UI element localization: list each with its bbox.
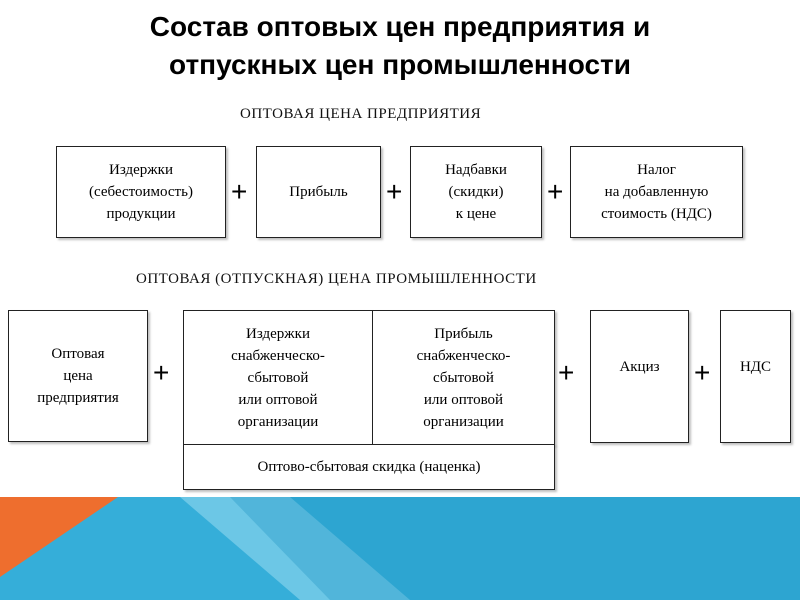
box-distribution-profit: Прибыль снабженческо- сбытовой или оптов…	[372, 310, 555, 445]
box-line: Надбавки	[445, 162, 507, 178]
box-line: сбытовой	[247, 369, 309, 386]
plus-sign: +	[558, 357, 575, 388]
box-line: Оптовая	[51, 346, 105, 362]
footer-dark-shade	[230, 497, 800, 600]
box-line: Прибыль	[289, 184, 348, 200]
box-line: организации	[237, 413, 319, 430]
box-costs: Издержки (себестоимость) продукции	[56, 146, 226, 238]
section-label-enterprise-price: ОПТОВАЯ ЦЕНА ПРЕДПРИЯТИЯ	[240, 106, 482, 122]
box-line: продукции	[106, 206, 176, 222]
plus-sign: +	[231, 176, 248, 207]
footer-light-stripe	[180, 497, 410, 600]
box-line: снабженческо-	[416, 347, 511, 364]
plus-sign: +	[694, 357, 711, 388]
footer-orange-triangle	[0, 497, 118, 577]
box-line: Издержки	[246, 325, 310, 342]
box-line: цена	[63, 368, 93, 384]
box-line: Налог	[637, 162, 676, 178]
box-line: (скидки)	[448, 184, 504, 200]
slide-title: Состав оптовых цен предприятия и отпускн…	[0, 8, 800, 84]
plus-sign: +	[547, 176, 564, 207]
box-markups: Надбавки (скидки) к цене	[410, 146, 542, 238]
box-line: организации	[423, 413, 504, 430]
title-line-1: Состав оптовых цен предприятия и	[149, 11, 651, 42]
footer-blue-fill	[0, 497, 800, 600]
box-line: НДС	[739, 359, 772, 375]
box-line: Акциз	[619, 359, 660, 375]
box-line: сбытовой	[433, 369, 494, 386]
box-line: Оптово-сбытовая скидка (наценка)	[257, 459, 481, 475]
box-excise: Акциз	[590, 310, 689, 443]
box-wholesale-discount: Оптово-сбытовая скидка (наценка)	[183, 444, 555, 490]
plus-sign: +	[153, 357, 170, 388]
decorative-footer-band	[0, 497, 800, 600]
box-line: стоимость (НДС)	[601, 206, 712, 222]
box-line: Прибыль	[434, 325, 493, 342]
box-line: (себестоимость)	[89, 184, 193, 200]
box-distribution-costs: Издержки снабженческо- сбытовой или опто…	[183, 310, 373, 445]
plus-sign: +	[386, 176, 403, 207]
box-line: предприятия	[37, 390, 119, 406]
box-profit: Прибыль	[256, 146, 381, 238]
box-line: или оптовой	[423, 391, 504, 408]
box-line: на добавленную	[604, 184, 709, 200]
box-line: к цене	[455, 206, 497, 222]
box-vat-industry: НДС	[720, 310, 791, 443]
box-line: снабженческо-	[231, 347, 325, 364]
box-vat: Налог на добавленную стоимость (НДС)	[570, 146, 743, 238]
section-label-industry-price: ОПТОВАЯ (ОТПУСКНАЯ) ЦЕНА ПРОМЫШЛЕННОСТИ	[136, 271, 537, 287]
box-line: или оптовой	[238, 391, 318, 408]
title-line-2: отпускных цен промышленности	[169, 49, 631, 80]
box-enterprise-price: Оптовая цена предприятия	[8, 310, 148, 442]
box-line: Издержки	[109, 162, 173, 178]
